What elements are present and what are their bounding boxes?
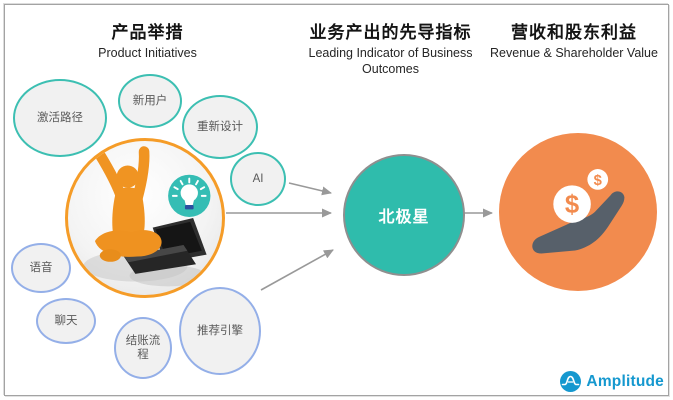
header-en: Product Initiatives: [98, 46, 197, 60]
bubble-label: 结账流程: [125, 334, 161, 361]
bubble-label: 推荐引擎: [197, 324, 243, 337]
dollar-coin-icon: [553, 185, 591, 223]
amplitude-logo-icon: [560, 371, 582, 392]
money-hand-icon: $ $: [532, 169, 625, 254]
initiative-bubble-redesign: 重新设计: [182, 95, 258, 159]
header-en: Leading Indicator of Business Outcomes: [308, 46, 473, 77]
initiative-bubble-checkout-flow: 结账流程: [114, 317, 172, 379]
dollar-coin-icon-small: [587, 169, 609, 190]
header-product-initiatives: 产品举措 Product Initiatives: [40, 18, 255, 61]
header-zh: 业务产出的先导指标: [309, 23, 472, 42]
initiative-bubble-chat: 聊天: [36, 298, 96, 344]
person-figure: [94, 146, 162, 262]
bubble-label: 重新设计: [197, 120, 243, 133]
amplitude-wordmark: Amplitude: [586, 372, 664, 390]
laptop-icon: [123, 218, 207, 274]
bubble-label: 激活路径: [37, 111, 83, 124]
value-circle: $ $: [499, 133, 657, 291]
header-en: Revenue & Shareholder Value: [490, 46, 658, 60]
initiative-bubble-ai: AI: [230, 152, 286, 206]
initiative-bubble-new-users: 新用户: [118, 74, 182, 128]
initiative-bubble-activation-path: 激活路径: [13, 79, 107, 157]
hero-illustration-circle: [65, 138, 225, 298]
header-zh: 营收和股东利益: [511, 23, 637, 42]
north-star-circle: 北极星: [343, 154, 465, 276]
header-revenue-value: 营收和股东利益 Revenue & Shareholder Value: [468, 18, 673, 61]
bubble-label: 新用户: [132, 94, 168, 107]
initiative-bubble-recommendation-engine: 推荐引擎: [179, 287, 261, 375]
arrow-recoengine-to-northstar: [260, 249, 334, 291]
bubble-label: 聊天: [54, 314, 78, 327]
lightbulb-icon: [168, 174, 211, 218]
header-zh: 产品举措: [111, 23, 184, 42]
arrow-ai-to-northstar: [288, 182, 332, 196]
dollar-symbol-small: $: [594, 173, 603, 189]
dollar-symbol: $: [565, 191, 579, 219]
bubble-label: AI: [252, 172, 264, 185]
north-star-label: 北极星: [378, 209, 430, 226]
celebrating-person-icon: [83, 146, 211, 287]
initiative-bubble-voice: 语音: [11, 243, 71, 293]
bubble-label: 语音: [29, 261, 53, 274]
amplitude-logo: Amplitude: [560, 371, 664, 392]
header-leading-indicator: 业务产出的先导指标 Leading Indicator of Business …: [288, 18, 493, 78]
